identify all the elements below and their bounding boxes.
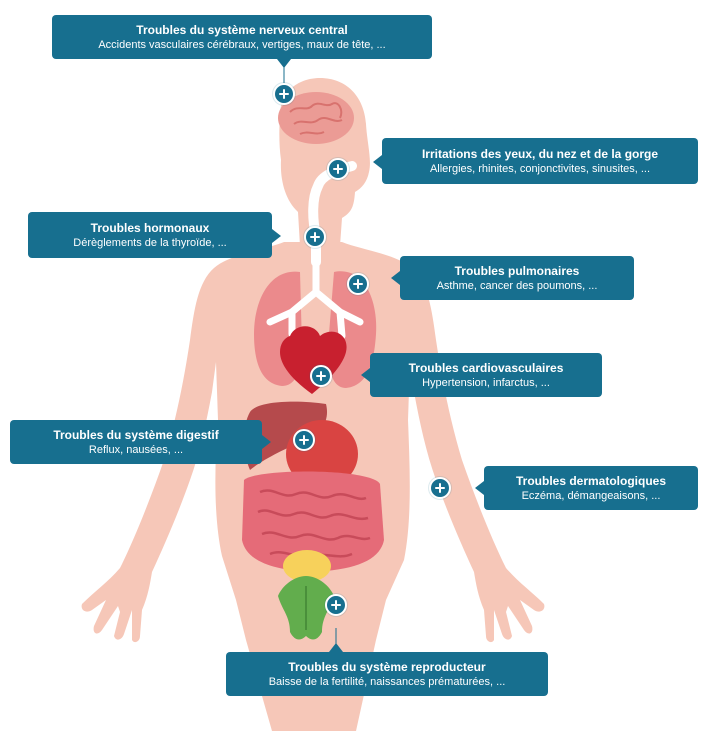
callout-desc: Hypertension, infarctus, ...	[380, 376, 592, 390]
callout-pointer	[391, 271, 400, 285]
callout-desc: Dérèglements de la thyroïde, ...	[38, 236, 262, 250]
callout-eyes: Irritations des yeux, du nez et de la go…	[382, 138, 698, 184]
plus-icon[interactable]	[347, 273, 369, 295]
plus-icon[interactable]	[327, 158, 349, 180]
callout-title: Troubles cardiovasculaires	[380, 361, 592, 376]
callout-pointer	[373, 155, 382, 169]
callout-desc: Reflux, nausées, ...	[20, 443, 252, 457]
callout-title: Troubles pulmonaires	[410, 264, 624, 279]
plus-icon[interactable]	[293, 429, 315, 451]
callout-title: Irritations des yeux, du nez et de la go…	[392, 147, 688, 162]
callout-dermato: Troubles dermatologiques Eczéma, démange…	[484, 466, 698, 510]
callout-pointer	[361, 368, 370, 382]
callout-pointer	[329, 643, 343, 652]
callout-hormonal: Troubles hormonaux Dérèglements de la th…	[28, 212, 272, 258]
callout-desc: Eczéma, démangeaisons, ...	[494, 489, 688, 503]
plus-icon[interactable]	[304, 226, 326, 248]
plus-icon[interactable]	[310, 365, 332, 387]
callout-pointer	[262, 435, 271, 449]
callout-cardio: Troubles cardiovasculaires Hypertension,…	[370, 353, 602, 397]
plus-icon[interactable]	[325, 594, 347, 616]
callout-digestive: Troubles du système digestif Reflux, nau…	[10, 420, 262, 464]
callout-reproductive: Troubles du système reproducteur Baisse …	[226, 652, 548, 696]
plus-icon[interactable]	[429, 477, 451, 499]
callout-cns: Troubles du système nerveux central Acci…	[52, 15, 432, 59]
plus-icon[interactable]	[273, 83, 295, 105]
callout-desc: Allergies, rhinites, conjonctivites, sin…	[392, 162, 688, 176]
callout-desc: Baisse de la fertilité, naissances préma…	[236, 675, 538, 689]
callout-title: Troubles hormonaux	[38, 221, 262, 236]
callout-pointer	[475, 481, 484, 495]
callout-title: Troubles du système digestif	[20, 428, 252, 443]
callout-title: Troubles du système reproducteur	[236, 660, 538, 675]
callout-pointer	[277, 59, 291, 68]
callout-title: Troubles du système nerveux central	[62, 23, 422, 38]
callout-desc: Asthme, cancer des poumons, ...	[410, 279, 624, 293]
callout-desc: Accidents vasculaires cérébraux, vertige…	[62, 38, 422, 52]
callout-pointer	[272, 229, 281, 243]
callout-pulmonary: Troubles pulmonaires Asthme, cancer des …	[400, 256, 634, 300]
callout-title: Troubles dermatologiques	[494, 474, 688, 489]
